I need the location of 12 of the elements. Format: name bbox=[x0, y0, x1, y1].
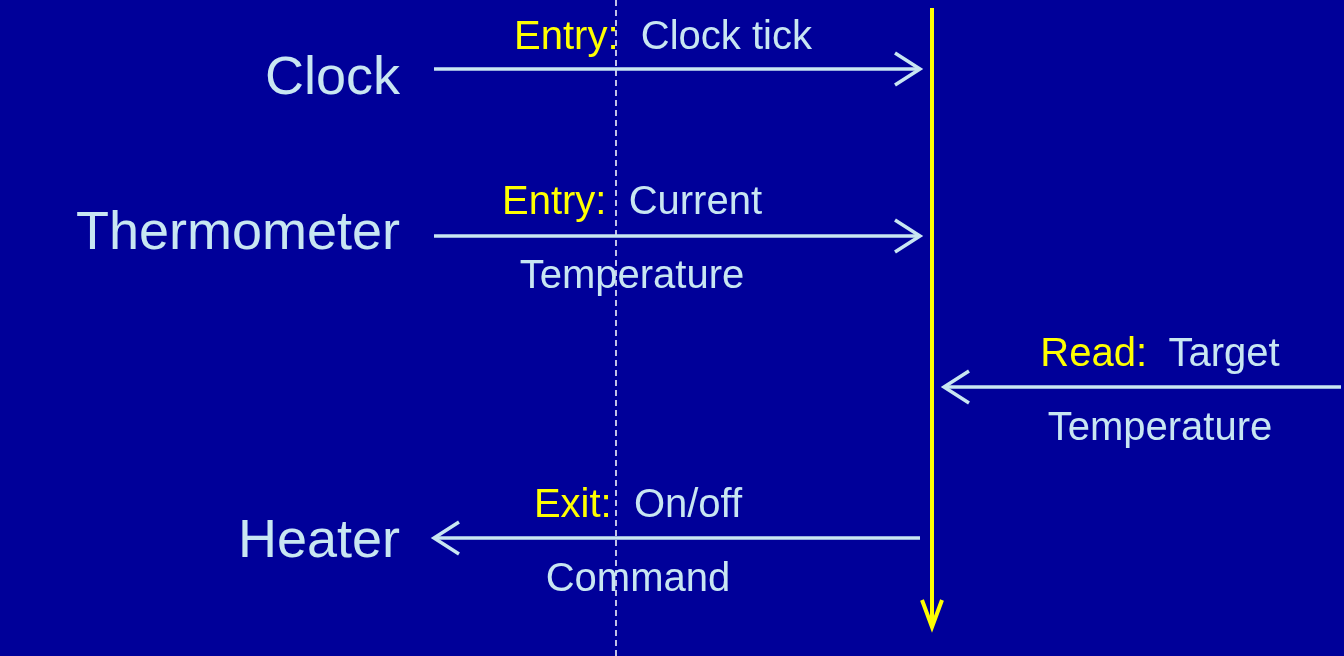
edge-label: Exit: On/off Command bbox=[532, 480, 744, 601]
edge-label: Entry: Clock tick bbox=[513, 12, 813, 59]
component-label: Thermometer bbox=[75, 199, 400, 261]
component-label: Heater bbox=[237, 507, 400, 569]
arrow bbox=[434, 218, 922, 254]
edge-label: Entry: Current Temperature bbox=[500, 177, 764, 298]
timeline-arrow bbox=[920, 8, 944, 633]
component-label: Clock bbox=[264, 44, 400, 106]
edge-label: Read: Target Temperature bbox=[1039, 329, 1281, 450]
arrow bbox=[434, 51, 922, 87]
arrow bbox=[942, 369, 1341, 405]
arrow bbox=[432, 520, 920, 556]
